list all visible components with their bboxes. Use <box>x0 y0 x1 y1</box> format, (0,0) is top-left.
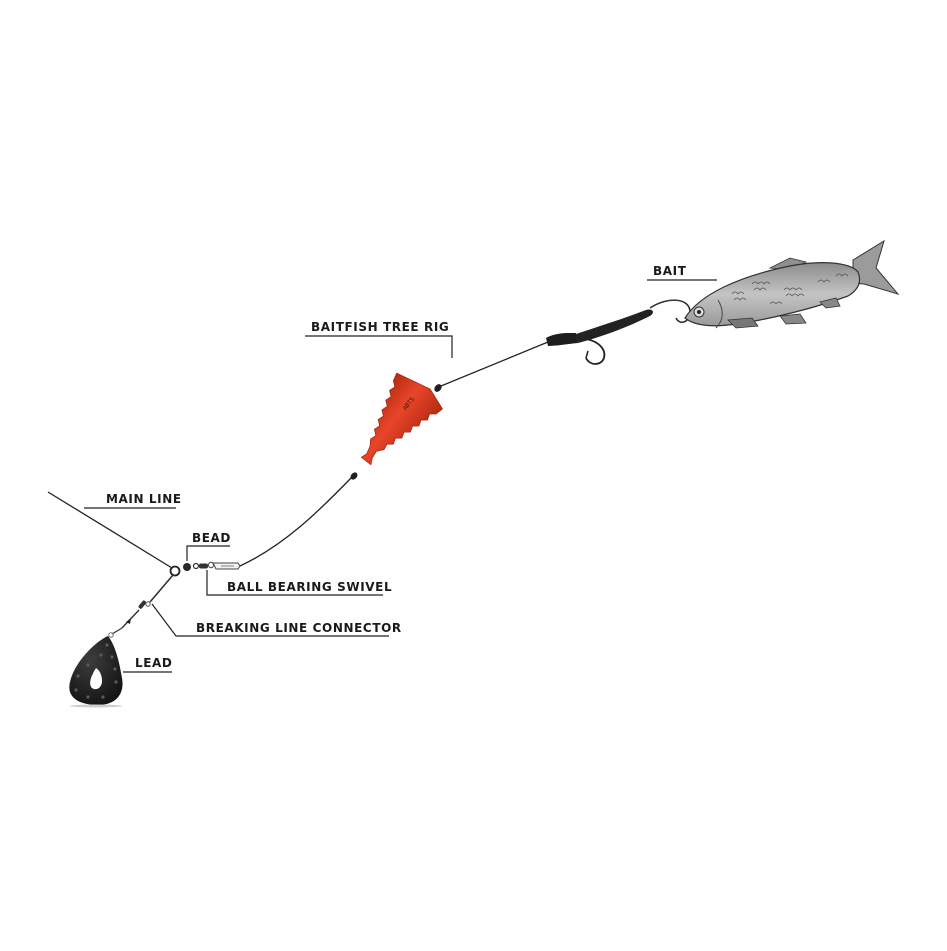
ball-bearing-swivel <box>192 561 241 570</box>
run-ring <box>169 565 181 577</box>
label-breaking-line-connector: BREAKING LINE CONNECTOR <box>196 621 402 635</box>
label-main-line: MAIN LINE <box>106 492 182 506</box>
label-bait: BAIT <box>653 264 687 278</box>
main-line <box>47 491 173 569</box>
bait-fish <box>684 239 900 329</box>
feeder: ABTS <box>360 372 443 466</box>
leader-baitfish-tree-rig <box>305 335 453 358</box>
leader-bead <box>186 545 230 561</box>
rig-line-lower <box>239 472 358 567</box>
lead-studs <box>74 643 118 699</box>
leader-lines <box>84 279 717 673</box>
label-lead: LEAD <box>135 656 173 670</box>
breaking-line-connector <box>108 574 174 638</box>
bead <box>183 563 191 571</box>
hook-assembly <box>546 299 691 365</box>
label-ball-bearing-swivel: BALL BEARING SWIVEL <box>227 580 393 594</box>
rig-line-upper <box>440 341 549 387</box>
label-baitfish-tree-rig: BAITFISH TREE RIG <box>311 320 450 334</box>
lead-weight <box>69 636 123 708</box>
leader-breaking-connector <box>151 603 389 637</box>
feeder-beads <box>434 384 442 392</box>
fish-scales <box>731 273 849 305</box>
label-bead: BEAD <box>192 531 231 545</box>
leader-swivel <box>206 570 383 596</box>
